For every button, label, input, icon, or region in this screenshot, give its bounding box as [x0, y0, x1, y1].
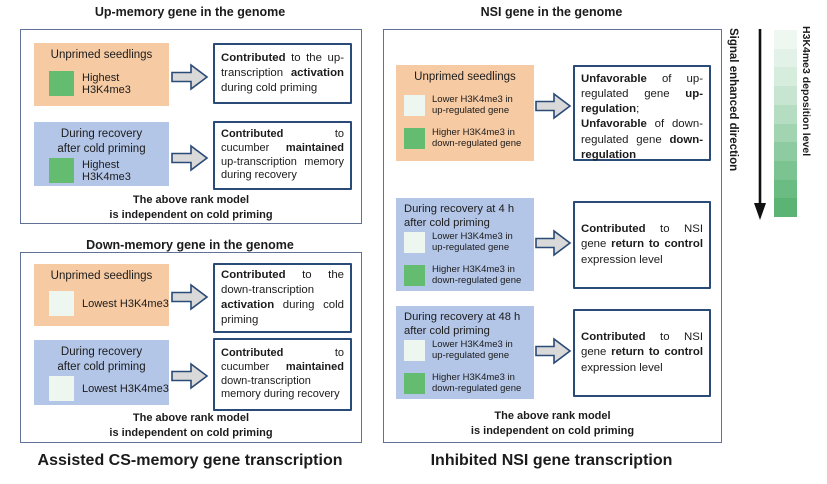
result-box: Contributed to the down-transcription ac… [213, 263, 352, 333]
h3k4me3-swatch [49, 376, 74, 401]
condition-box-unprimed: Unprimed seedlings Lowest H3K4me3 [34, 264, 169, 326]
swatch-label: Highest H3K4me3 [82, 158, 131, 183]
h3k4me3-swatch [404, 231, 425, 253]
swatch-label: Higher H3K4me3 in down-regulated gene [432, 372, 522, 395]
rank-model-note: The above rank model is independent on c… [109, 194, 273, 221]
swatch-label: Lower H3K4me3 in up-regulated gene [432, 231, 513, 254]
condition-label: Unprimed seedlings [50, 270, 153, 282]
gradient-bar [774, 30, 797, 218]
swatch-label: Lowest H3K4me3 [82, 382, 169, 395]
flow-arrow-icon [535, 229, 572, 257]
result-box: Contributed to cucumber maintained up-tr… [213, 121, 352, 190]
signal-direction-label: Signal enhanced direction [727, 28, 739, 172]
condition-label: after cold priming [57, 360, 146, 373]
condition-box-recovery: During recovery after cold priming Lowes… [34, 340, 169, 405]
swatch-label: Highest H3K4me3 [82, 71, 131, 96]
result-text: Contributed to cucumber maintained up-tr… [221, 127, 344, 182]
swatch-label: Lowest H3K4me3 [82, 297, 169, 310]
flow-arrow-icon [171, 144, 209, 172]
result-box: Contributed to NSI gene return to contro… [573, 309, 711, 397]
h3k4me3-swatch [49, 291, 74, 316]
flow-arrow-icon [535, 92, 572, 120]
h3k4me3-swatch [404, 264, 425, 286]
condition-label: Unprimed seedlings [414, 71, 516, 83]
condition-label: During recovery at 4 h [404, 203, 515, 215]
right-caption: Inhibited NSI gene transcription [430, 452, 673, 469]
h3k4me3-swatch [49, 158, 74, 183]
h3k4me3-swatch [404, 127, 425, 149]
down-memory-panel-title: Down-memory gene in the genome [86, 238, 294, 252]
h3k4me3-swatch [49, 71, 74, 96]
swatch-label: Higher H3K4me3 in down-regulated gene [432, 264, 522, 287]
result-box: Contributed to cucumber maintained down-… [213, 338, 352, 411]
swatch-label: Lower H3K4me3 in up-regulated gene [432, 94, 513, 117]
h3k4me3-swatch [404, 339, 425, 361]
flow-arrow-icon [535, 337, 572, 365]
condition-label: During recovery at 48 h [404, 311, 521, 323]
result-box: Unfavorable of up-regulated gene up-regu… [573, 65, 711, 161]
up-memory-panel-title: Up-memory gene in the genome [94, 5, 286, 19]
h3k4me3-swatch [404, 94, 425, 116]
condition-box-recovery-48h: During recovery at 48 h after cold primi… [396, 306, 534, 399]
condition-label: after cold priming [57, 142, 146, 155]
result-text: Contributed to cucumber maintained down-… [221, 346, 344, 401]
condition-label: Unprimed seedlings [50, 49, 153, 61]
result-text: Contributed to the up-transcription acti… [221, 51, 344, 95]
gradient-step [774, 86, 797, 105]
condition-label: During recovery [60, 346, 143, 358]
result-text: Contributed to the down-transcription ac… [221, 268, 344, 327]
gradient-step [774, 179, 797, 199]
gradient-step [774, 142, 797, 161]
flow-arrow-icon [171, 63, 209, 91]
gradient-step [774, 30, 797, 49]
result-text: Contributed to NSI gene return to contro… [581, 223, 703, 266]
gradient-step [774, 67, 797, 87]
result-text: Contributed to NSI gene return to contro… [581, 331, 703, 374]
h3k4me3-swatch [404, 372, 425, 394]
gradient-step [774, 160, 797, 180]
up-memory-panel: Unprimed seedlings Highest H3K4me3 Contr… [20, 29, 362, 224]
rank-model-note: The above rank model is independent on c… [109, 412, 273, 439]
deposition-level-label: H3K4me3 deposition level [800, 26, 812, 157]
gradient-step [774, 48, 797, 68]
result-box: Contributed to NSI gene return to contro… [573, 201, 711, 289]
gradient-step [774, 123, 797, 143]
result-box: Contributed to the up-transcription acti… [213, 43, 352, 104]
gradient-step [774, 198, 797, 218]
condition-label: after cold priming [404, 217, 490, 230]
left-caption: Assisted CS-memory gene transcription [37, 452, 343, 469]
condition-label: after cold priming [404, 325, 490, 338]
flow-arrow-icon [171, 283, 209, 311]
condition-box-recovery: During recovery after cold priming Highe… [34, 122, 169, 186]
down-memory-panel: Unprimed seedlings Lowest H3K4me3 Contri… [20, 252, 362, 443]
condition-box-recovery-4h: During recovery at 4 h after cold primin… [396, 198, 534, 291]
down-arrow-icon [754, 29, 766, 220]
condition-label: During recovery [60, 128, 143, 140]
nsi-panel-title: NSI gene in the genome [480, 5, 623, 19]
swatch-label: Higher H3K4me3 in down-regulated gene [432, 127, 522, 150]
nsi-panel: Unprimed seedlings Lower H3K4me3 in up-r… [383, 29, 722, 443]
swatch-label: Lower H3K4me3 in up-regulated gene [432, 339, 513, 362]
flow-arrow-icon [171, 362, 209, 390]
result-text: Unfavorable of up-regulated gene up-regu… [581, 73, 703, 161]
rank-model-note: The above rank model is independent on c… [470, 410, 635, 437]
condition-box-unprimed: Unprimed seedlings Highest H3K4me3 [34, 43, 169, 106]
gradient-step [774, 104, 797, 124]
condition-box-unprimed: Unprimed seedlings Lower H3K4me3 in up-r… [396, 65, 534, 161]
